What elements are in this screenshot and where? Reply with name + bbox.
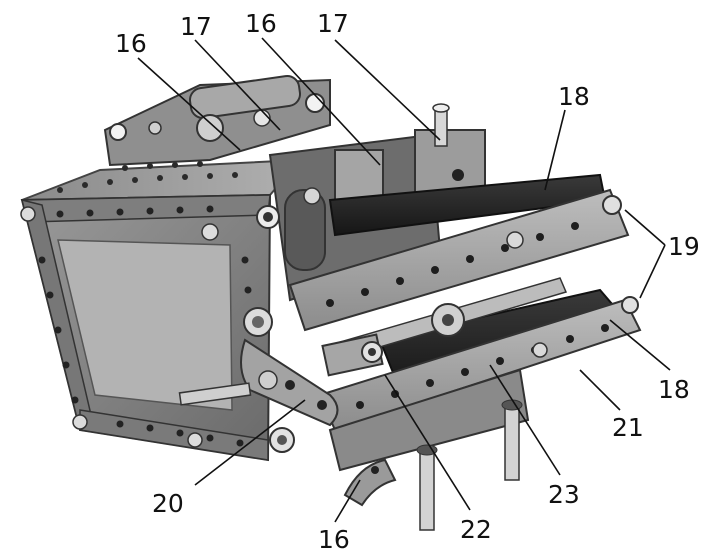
- callout-17-left: 17: [180, 12, 212, 41]
- leader-lines: [137, 37, 671, 523]
- callout-19: 19: [668, 232, 700, 261]
- mechanism-illustration: [20, 75, 642, 531]
- callout-20: 20: [152, 489, 184, 518]
- side-frame-holes: [38, 205, 254, 447]
- axle-bracket: [321, 333, 384, 377]
- callout-21: 21: [612, 413, 644, 442]
- bottom-bracket: [269, 368, 530, 531]
- callout-16-middle: 16: [245, 9, 277, 38]
- callout-16-bottom: 16: [318, 525, 350, 552]
- side-bolts: [20, 206, 219, 448]
- side-inner-panel: [57, 239, 233, 411]
- callout-17-right: 17: [317, 9, 349, 38]
- callout-23: 23: [548, 480, 580, 509]
- top-plate-holes: [57, 161, 238, 193]
- upper-linkage: [103, 75, 331, 167]
- callout-16-left: 16: [115, 29, 147, 58]
- callout-18-lower: 18: [658, 375, 690, 404]
- callout-18-upper: 18: [558, 82, 590, 111]
- upper-front-strip: [288, 188, 630, 332]
- crank-strip: [178, 307, 339, 427]
- callout-22: 22: [460, 515, 492, 544]
- callouts: 16 17 16 17 18 19 18 21 23 22 20 16: [115, 9, 700, 552]
